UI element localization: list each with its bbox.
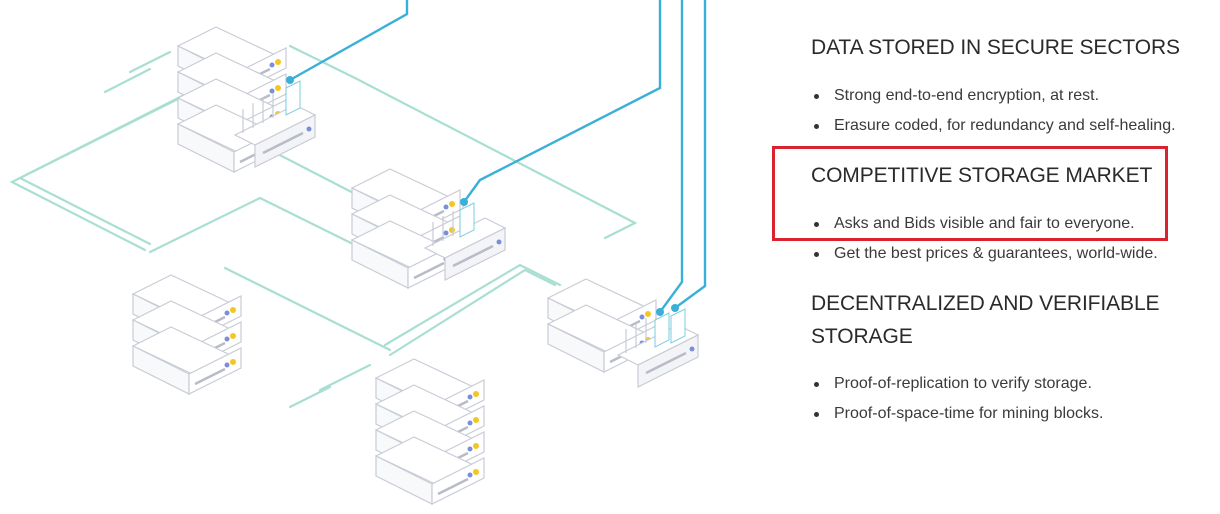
section-title-secure-sectors: DATA STORED IN SECURE SECTORS (811, 36, 1180, 59)
list-item: Strong end-to-end encryption, at rest. (811, 81, 1176, 111)
list-item: Proof-of-space-time for mining blocks. (811, 399, 1103, 429)
section-title-storage-market: COMPETITIVE STORAGE MARKET (811, 164, 1153, 187)
list-item: Proof-of-replication to verify storage. (811, 369, 1103, 399)
server-network-illustration (9, 0, 707, 506)
section-title-decentralized-storage: DECENTRALIZED AND VERIFIABLE STORAGE (811, 292, 1160, 348)
storage-market-list: Asks and Bids visible and fair to everyo… (811, 209, 1158, 269)
secure-sectors-list: Strong end-to-end encryption, at rest. E… (811, 81, 1176, 141)
list-item: Get the best prices & guarantees, world-… (811, 239, 1158, 269)
list-item: Asks and Bids visible and fair to everyo… (811, 209, 1158, 239)
list-item: Erasure coded, for redundancy and self-h… (811, 111, 1176, 141)
highlight-box (772, 146, 1168, 241)
decentralized-storage-list: Proof-of-replication to verify storage. … (811, 369, 1103, 429)
